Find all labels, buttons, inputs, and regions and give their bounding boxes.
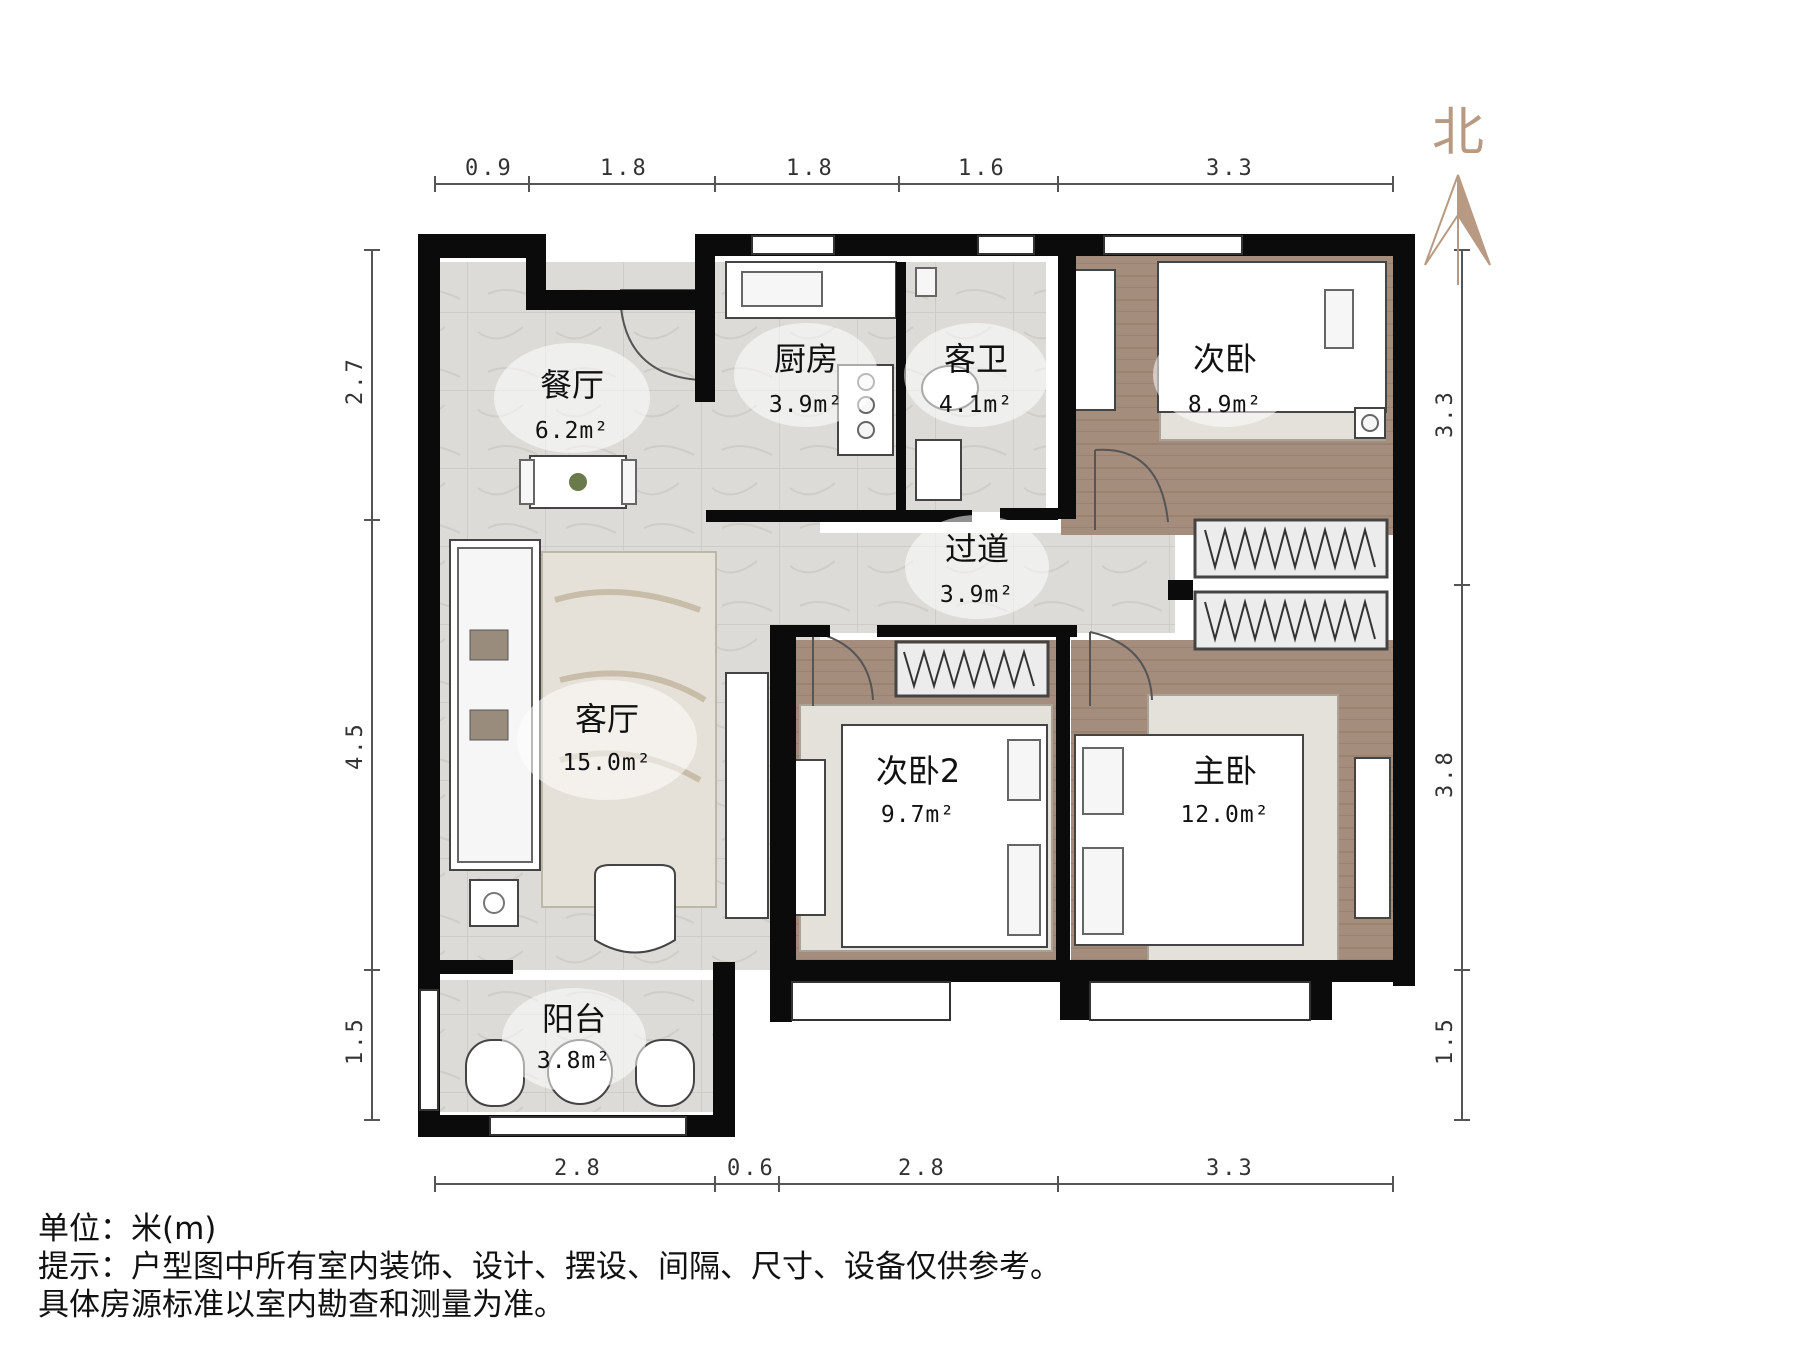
room-name-bedroom-north: 次卧 — [1193, 340, 1257, 378]
room-area-master: 12.0m² — [1180, 802, 1269, 828]
dim-top-4: 1.6 — [958, 156, 1007, 181]
windows — [419, 235, 1311, 1136]
room-labels: 餐厅 6.2m² 厨房 3.9m² 客卫 4.1m² 次卧 8.9m² 过道 3… — [494, 323, 1297, 1092]
dim-bottom-3: 2.8 — [898, 1156, 947, 1181]
dimension-lines: 0.9 1.8 1.8 1.6 3.3 2.8 0.6 2.8 3.3 2.7 … — [343, 156, 1470, 1192]
dim-top-2: 1.8 — [600, 156, 649, 181]
dim-right-1: 3.3 — [1433, 389, 1458, 438]
tv-cabinet — [725, 672, 769, 919]
dim-right-2: 3.8 — [1433, 749, 1458, 798]
dim-top-1: 0.9 — [465, 156, 514, 181]
north-arrow-icon — [1424, 174, 1491, 285]
room-area-hallway: 3.9m² — [940, 582, 1014, 608]
standard-note: 具体房源标准以室内勘查和测量为准。 — [38, 1287, 565, 1323]
room-name-bedroom2-south: 次卧2 — [876, 752, 960, 790]
room-area-balcony: 3.8m² — [537, 1048, 611, 1074]
dim-left-3: 1.5 — [343, 1016, 368, 1065]
room-name-hallway: 过道 — [945, 530, 1009, 568]
room-area-dining: 6.2m² — [535, 418, 609, 444]
compass-label: 北 — [1432, 103, 1484, 163]
compass: 北 — [1424, 103, 1491, 285]
room-area-bedroom-north: 8.9m² — [1188, 392, 1262, 418]
room-name-guest-bath: 客卫 — [944, 340, 1008, 378]
wardrobe-bedroom2 — [894, 640, 1050, 698]
armchair — [594, 864, 676, 954]
room-area-guest-bath: 4.1m² — [939, 392, 1013, 418]
dim-left-2: 4.5 — [343, 721, 368, 770]
room-name-dining: 餐厅 — [540, 366, 604, 404]
dim-top-3: 1.8 — [786, 156, 835, 181]
room-area-bedroom2-south: 9.7m² — [881, 802, 955, 828]
room-area-kitchen: 3.9m² — [769, 392, 843, 418]
room-name-balcony: 阳台 — [542, 1000, 606, 1038]
dim-bottom-1: 2.8 — [554, 1156, 603, 1181]
dim-left-1: 2.7 — [343, 356, 368, 405]
balcony-chair-right — [635, 1039, 695, 1107]
dim-right-3: 1.5 — [1433, 1016, 1458, 1065]
dim-bottom-2: 0.6 — [727, 1156, 776, 1181]
disclaimer-note: 提示：户型图中所有室内装饰、设计、摆设、间隔、尺寸、设备仅供参考。 — [38, 1249, 1061, 1285]
unit-note: 单位：米(m) — [38, 1211, 217, 1247]
room-area-living: 15.0m² — [562, 750, 651, 776]
room-name-living: 客厅 — [575, 700, 639, 738]
plan-notes: 单位：米(m) 提示：户型图中所有室内装饰、设计、摆设、间隔、尺寸、设备仅供参考… — [38, 1210, 1061, 1324]
dim-bottom-4: 3.3 — [1206, 1156, 1255, 1181]
side-table — [469, 879, 519, 927]
room-name-kitchen: 厨房 — [774, 340, 838, 378]
dim-top-5: 3.3 — [1206, 156, 1255, 181]
room-name-master: 主卧 — [1193, 752, 1257, 790]
